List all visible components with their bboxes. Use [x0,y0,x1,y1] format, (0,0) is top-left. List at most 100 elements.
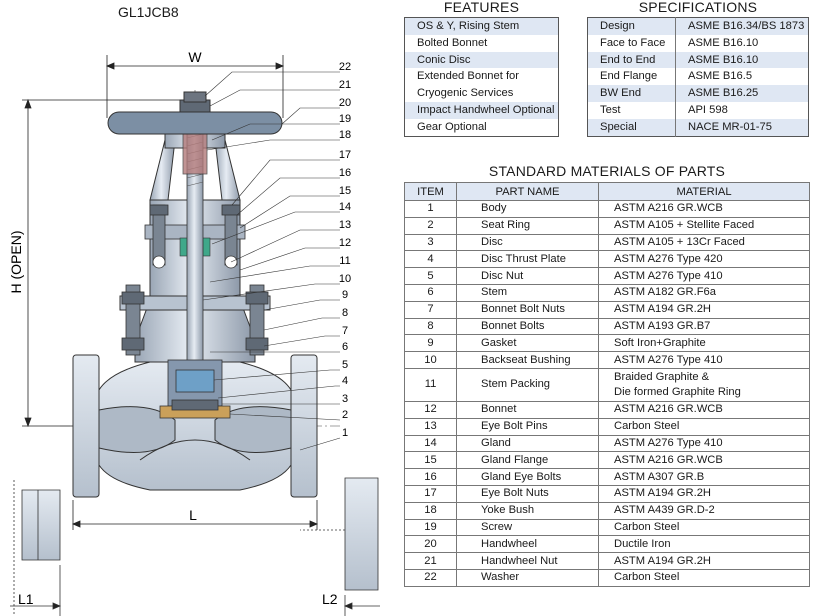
item-cell: 20 [404,535,457,554]
spec-value: ASME B16.10 [688,53,759,66]
spec-label: Test [587,101,676,119]
material-cell: ASTM A105 + Stellite Faced [598,216,810,235]
dim-w-label: W [188,49,202,65]
callout-5: 5 [342,359,348,371]
item-cell: 5 [404,267,457,285]
material-cell: ASTM A276 Type 410 [598,351,810,369]
feature-item: Extended Bonnet for [417,70,520,83]
callout-19: 19 [339,113,351,125]
callout-3: 3 [342,393,348,405]
material-cell: Ductile Iron [598,535,810,554]
callout-leaders [202,71,341,451]
material-line: Die formed Graphite Ring [614,385,741,398]
material-cell: Carbon Steel [598,568,810,587]
model-title: GL1JCB8 [118,4,179,20]
spec-label: Design [587,17,676,35]
yoke-bush [182,129,208,175]
callout-16: 16 [339,167,351,179]
material-cell: ASTM A276 Type 410 [598,434,810,453]
item-cell: 8 [404,317,457,336]
material-cell: ASTM A193 GR.B7 [598,317,810,336]
item-cell: 18 [404,501,457,520]
spec-row: Test API 598 [587,101,809,119]
part-name-cell: Handwheel [456,535,599,554]
valve-cross-section-drawing: W H (OPEN) [8,49,380,616]
material-cell: ASTM A182 GR.F6a [598,283,810,302]
features-table: OS & Y, Rising Stem Bolted Bonnet Conic … [404,17,559,137]
callout-20: 20 [339,97,351,109]
spec-label: End Flange [587,68,676,86]
callout-11: 11 [339,255,350,267]
part-name-cell: Backseat Bushing [456,351,599,369]
callout-4: 4 [342,375,348,387]
callout-15: 15 [339,185,351,197]
callout-7: 7 [342,325,348,337]
spec-label: Face to Face [587,34,676,52]
feature-item: Cryogenic Services [417,87,514,100]
callout-18: 18 [339,129,351,141]
item-cell: 21 [404,552,457,570]
length-dimension [71,500,319,530]
item-cell: 16 [404,468,457,486]
part-name-cell: Body [456,200,599,218]
spec-row: End Flange ASME B16.5 [587,68,809,86]
part-name-cell: Disc [456,233,599,252]
handwheel [107,91,283,135]
part-name-cell: Gland [456,434,599,453]
header-part-name: PART NAME [456,182,599,201]
material-cell: ASTM A105 + 13Cr Faced [598,233,810,252]
item-cell: 13 [404,417,457,436]
spec-value: ASME B16.25 [688,87,759,100]
material-cell: ASTM A439 GR.D-2 [598,501,810,520]
material-cell: ASTM A216 GR.WCB [598,451,810,470]
item-cell: 6 [404,283,457,302]
part-name-cell: Stem Packing [456,367,599,402]
part-name-cell: Bonnet Bolt Nuts [456,300,599,319]
dim-l-label: L [189,507,197,523]
header-item: ITEM [404,182,457,201]
spec-value: ASME B16.5 [688,70,753,83]
material-cell: Soft Iron+Graphite [598,334,810,353]
item-cell: 19 [404,518,457,537]
part-name-cell: Washer [456,568,599,587]
part-name-cell: Gasket [456,334,599,353]
spec-row: Design ASME B16.34/BS 1873 [587,17,809,35]
bw-end-left [10,480,62,616]
spec-value: ASME B16.34/BS 1873 [688,20,805,32]
callout-10: 10 [339,273,351,285]
callout-9: 9 [342,289,348,301]
item-cell: 14 [404,434,457,453]
width-dimension [105,55,285,118]
part-name-cell: Eye Bolt Nuts [456,484,599,503]
spec-value: NACE MR-01-75 [688,120,772,133]
material-cell: Carbon Steel [598,518,810,537]
part-name-cell: Screw [456,518,599,537]
part-name-cell: Disc Thrust Plate [456,250,599,269]
spec-value: API 598 [688,103,728,116]
dim-l1-label: L1 [18,591,34,607]
item-cell: 22 [404,568,457,587]
part-name-cell: Bonnet Bolts [456,317,599,336]
material-cell: Braided Graphite &Die formed Graphite Ri… [598,367,810,402]
callout-1: 1 [342,427,348,439]
feature-item: Gear Optional [417,120,487,133]
item-cell: 2 [404,216,457,235]
material-cell: Carbon Steel [598,417,810,436]
callout-21: 21 [339,79,351,91]
callout-12: 12 [339,237,351,249]
